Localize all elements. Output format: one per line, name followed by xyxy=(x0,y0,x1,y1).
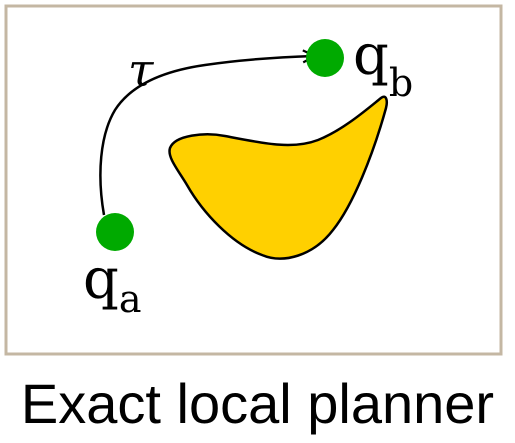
goal-label-q: q xyxy=(353,23,389,88)
diagram-canvas: τ qa qb xyxy=(4,4,503,356)
figure-caption: Exact local planner xyxy=(20,372,495,435)
path-label-tau: τ xyxy=(128,43,155,97)
obstacle-shape xyxy=(168,95,389,260)
start-label-q: q xyxy=(83,247,119,312)
start-point xyxy=(96,213,134,251)
goal-label: qb xyxy=(353,23,413,105)
path-tau-curve xyxy=(99,56,314,216)
start-label-subscript: a xyxy=(119,277,142,321)
goal-label-subscript: b xyxy=(389,61,413,105)
start-label: qa xyxy=(83,247,142,321)
goal-point xyxy=(306,39,344,77)
